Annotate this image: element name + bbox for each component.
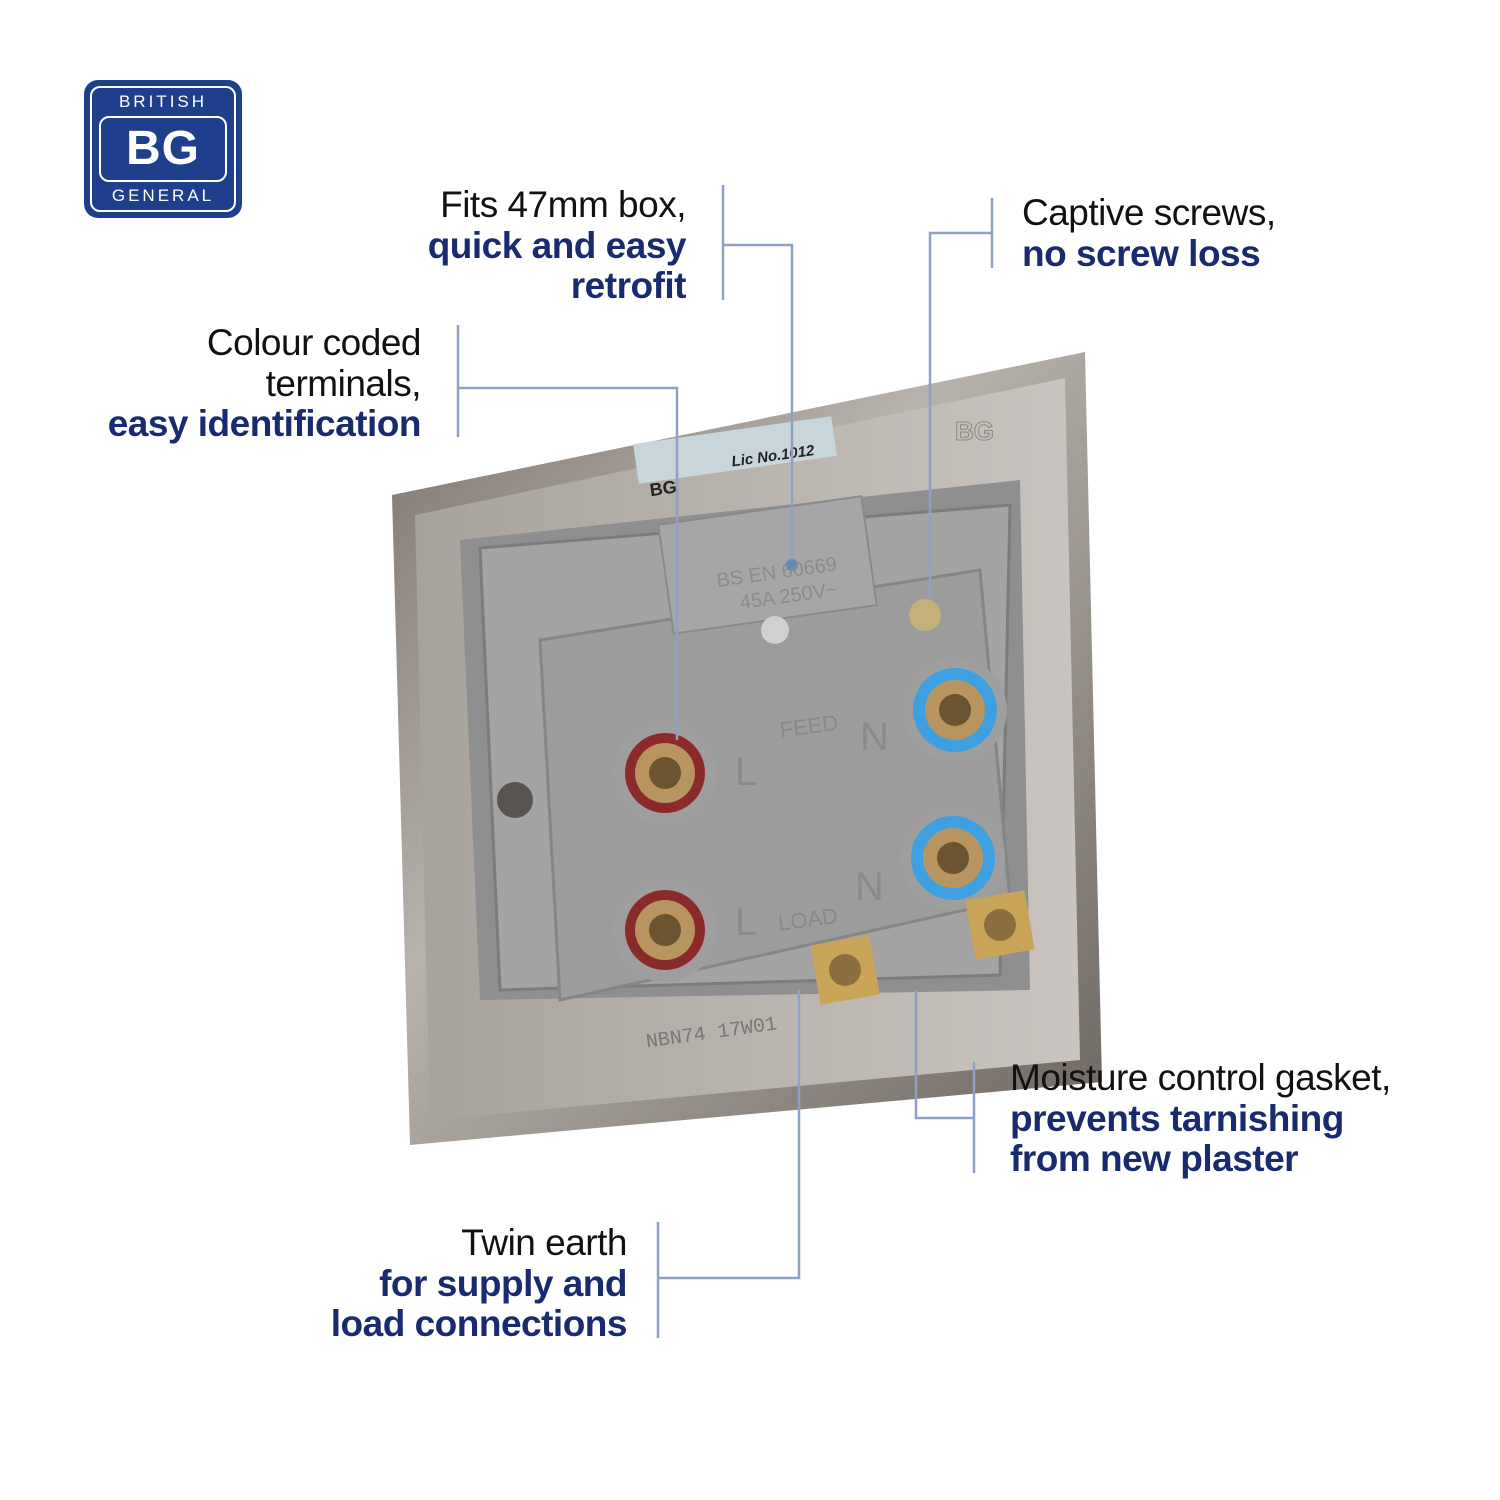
callout-box-line2: quick and easy [427, 224, 687, 266]
licence-label-logo: BG [648, 477, 678, 501]
earth-terminal-1 [810, 935, 880, 1005]
callout-earth-line2: for supply and [379, 1262, 627, 1304]
live-mark-top: L [735, 750, 757, 794]
callout-box-line1: Fits 47mm box, [440, 184, 686, 225]
logo-mark: BG [99, 116, 227, 182]
callout-terminals-line1: Colour coded [206, 322, 422, 363]
leader-box [721, 185, 794, 565]
live-mark-bottom: L [735, 900, 757, 944]
callout-captive-screws: Captive screws, no screw loss [1022, 192, 1276, 274]
callout-terminals-line3: easy identification [107, 403, 422, 444]
captive-screw [909, 599, 941, 631]
callout-screws-line1: Captive screws, [1022, 192, 1276, 233]
earth-terminal-2 [965, 890, 1035, 960]
leader-lines [456, 185, 994, 1338]
neutral-mark-top: N [860, 715, 889, 759]
callout-gasket-line1: Moisture control gasket, [1010, 1057, 1391, 1098]
leader-dot [786, 559, 798, 571]
neutral-terminal-bottom [901, 806, 1005, 910]
fixing-hole [497, 782, 533, 818]
licence-label [633, 416, 837, 484]
callout-gasket-line2: prevents tarnishing [1010, 1097, 1344, 1139]
callout-earth-line3: load connections [330, 1303, 628, 1344]
plate-logo: BG [955, 416, 994, 446]
live-terminal-bottom [613, 878, 717, 982]
neutral-mark-bottom: N [855, 865, 884, 909]
leader-earth [656, 990, 801, 1338]
leader-screws [928, 198, 994, 600]
callout-colour-terminals: Colour coded terminals, easy identificat… [107, 322, 422, 445]
center-screw [761, 616, 789, 644]
callout-box-fit: Fits 47mm box, quick and easy retrofit [427, 184, 687, 307]
logo-bottom-text: GENERAL [111, 186, 215, 205]
callout-earth-line1: Twin earth [461, 1222, 627, 1263]
callout-terminals-line2: terminals, [265, 362, 422, 404]
leader-terminals [456, 325, 679, 740]
callout-twin-earth: Twin earth for supply and load connectio… [330, 1222, 628, 1345]
callout-screws-line2: no screw loss [1022, 232, 1261, 274]
live-terminal-top [613, 721, 717, 825]
british-general-logo: BRITISH BG GENERAL [84, 80, 242, 218]
callout-gasket-line3: from new plaster [1010, 1138, 1299, 1179]
callout-moisture-gasket: Moisture control gasket, prevents tarnis… [1010, 1057, 1391, 1180]
callout-box-line3: retrofit [570, 265, 687, 306]
leader-gasket [914, 990, 976, 1173]
neutral-terminal-top [903, 658, 1007, 762]
logo-top-text: BRITISH [118, 92, 208, 111]
